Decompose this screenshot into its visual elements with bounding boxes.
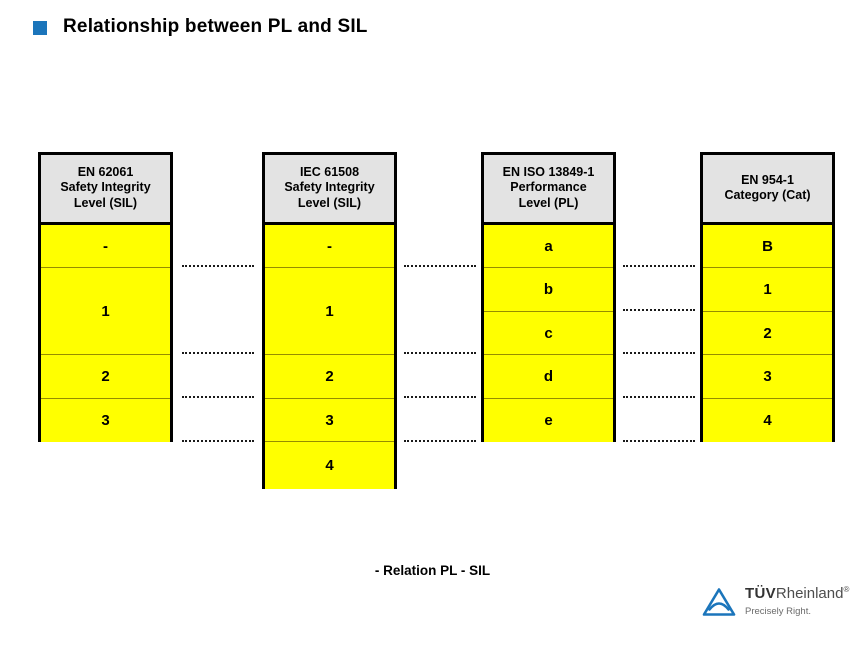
connector-line <box>404 265 476 267</box>
connector-line <box>182 265 254 267</box>
logo-brand-primary: TÜV <box>745 585 776 602</box>
table-en-iso-13849-1: EN ISO 13849-1 Performance Level (PL) a … <box>481 152 616 442</box>
header-line: Level (PL) <box>518 195 579 210</box>
connector-line <box>182 396 254 398</box>
table-cell: d <box>484 355 613 399</box>
slide-title-row: Relationship between PL and SIL <box>33 16 368 38</box>
header-line: EN 954-1 <box>741 172 794 187</box>
table-cell: 3 <box>265 399 394 442</box>
table-cell: - <box>41 225 170 268</box>
header-line: Performance <box>510 180 587 195</box>
table-cell: e <box>484 399 613 442</box>
connector-line <box>182 440 254 442</box>
connector-line <box>404 396 476 398</box>
logo-wordmark: TÜVRheinland® <box>745 585 850 603</box>
footer-caption: - Relation PL - SIL <box>374 563 491 578</box>
header-line: Category (Cat) <box>724 188 811 202</box>
table-cell: 3 <box>703 355 832 399</box>
registered-mark-icon: ® <box>843 585 850 594</box>
table-cell: 2 <box>41 355 170 399</box>
header-line: EN ISO 13849-1 <box>502 164 595 179</box>
connector-line <box>623 352 695 354</box>
table-cell: c <box>484 312 613 355</box>
table-cell: 1 <box>703 268 832 312</box>
connector-line <box>404 352 476 354</box>
table-cell: b <box>484 268 613 312</box>
table-cell: 2 <box>265 355 394 399</box>
table-header-en-62061: EN 62061 Safety Integrity Level (SIL) <box>41 155 170 225</box>
bullet-square-icon <box>33 21 47 35</box>
connector-line <box>623 440 695 442</box>
logo-tagline: Precisely Right. <box>745 605 811 617</box>
connector-line <box>404 440 476 442</box>
table-header-en-iso-13849-1: EN ISO 13849-1 Performance Level (PL) <box>484 155 613 225</box>
table-cell: - <box>265 225 394 268</box>
table-cell: 2 <box>703 312 832 355</box>
connector-line <box>623 309 695 311</box>
table-cell: 1 <box>41 268 170 355</box>
table-cell: a <box>484 225 613 268</box>
header-line: Safety Integrity <box>60 180 151 195</box>
table-cell: 4 <box>265 442 394 489</box>
table-header-iec-61508: IEC 61508 Safety Integrity Level (SIL) <box>265 155 394 225</box>
tuv-triangle-icon <box>702 588 736 616</box>
table-header-en-954-1: EN 954-1 Category (Cat) <box>703 155 832 225</box>
logo-brand-secondary: Rheinland <box>775 585 844 602</box>
logo-text-block: TÜVRheinland® Precisely Right. <box>745 585 850 617</box>
connector-line <box>182 352 254 354</box>
table-cell: 4 <box>703 399 832 442</box>
tuv-rheinland-logo: TÜVRheinland® Precisely Right. <box>702 585 850 617</box>
table-cell: 1 <box>265 268 394 355</box>
table-cell: 3 <box>41 399 170 442</box>
table-iec-61508: IEC 61508 Safety Integrity Level (SIL) -… <box>262 152 397 489</box>
page-title: Relationship between PL and SIL <box>63 16 368 37</box>
header-line: IEC 61508 <box>299 164 360 179</box>
connector-line <box>623 265 695 267</box>
header-line: Level (SIL) <box>297 195 362 210</box>
header-line: Safety Integrity <box>284 180 375 195</box>
connector-line <box>623 396 695 398</box>
table-cell: B <box>703 225 832 268</box>
header-line: Level (SIL) <box>73 195 138 210</box>
table-en-954-1: EN 954-1 Category (Cat) B 1 2 3 4 <box>700 152 835 442</box>
header-line: EN 62061 <box>77 164 134 179</box>
table-en-62061: EN 62061 Safety Integrity Level (SIL) - … <box>38 152 173 442</box>
